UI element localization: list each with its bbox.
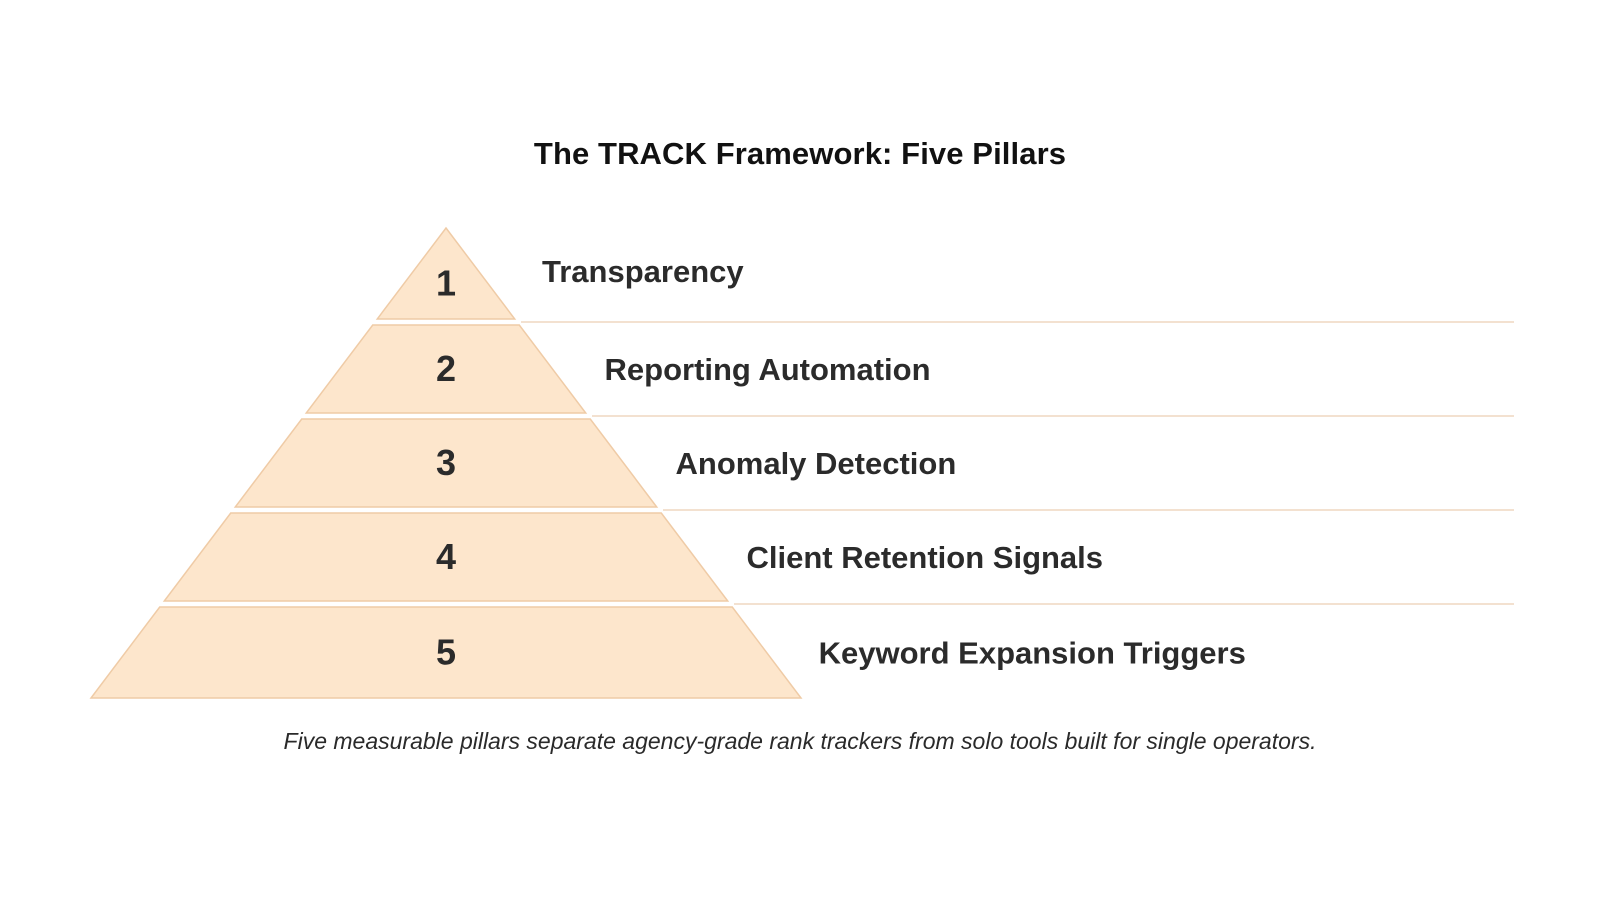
tier-label: Client Retention Signals [747,540,1104,575]
tier-number: 5 [436,632,456,673]
diagram-caption: Five measurable pillars separate agency-… [283,728,1317,754]
tier-label: Keyword Expansion Triggers [819,636,1246,671]
tier-shape [162,512,730,602]
pyramid-tier-3: 3 Anomaly Detection [233,418,1514,511]
diagram-title: The TRACK Framework: Five Pillars [533,136,1067,171]
tier-number: 1 [436,263,456,304]
tier-label: Reporting Automation [605,352,931,387]
tier-number: 2 [436,348,456,389]
pyramid-tier-2: 2 Reporting Automation [304,324,1514,417]
tier-label: Anomaly Detection [676,446,957,481]
pyramid-tier-5: 5 Keyword Expansion Triggers [89,606,1246,699]
tier-label: Transparency [542,254,744,289]
tier-shape [375,226,517,320]
tier-shape [304,324,588,414]
tier-shape [233,418,659,508]
tier-number: 3 [436,442,456,483]
tier-shape [89,606,803,699]
tier-number: 4 [436,536,456,577]
pyramid-tier-1: 1 Transparency [375,226,1514,323]
pyramid-tier-4: 4 Client Retention Signals [162,512,1514,605]
